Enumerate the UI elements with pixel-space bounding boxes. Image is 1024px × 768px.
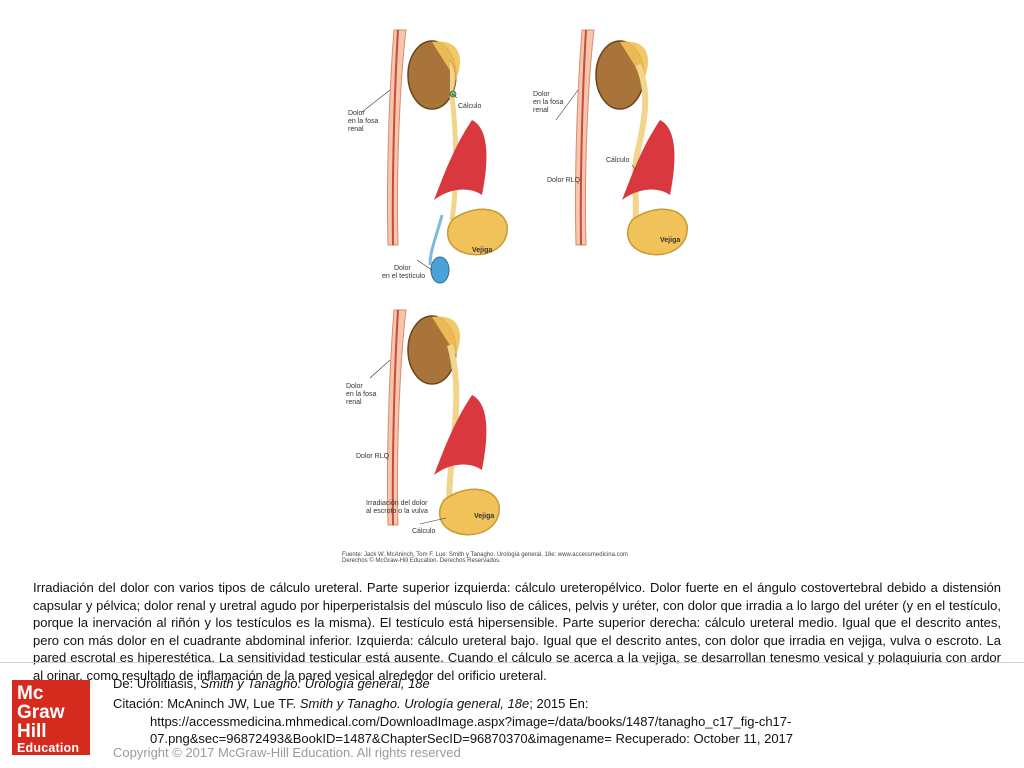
from-line: De: Urolitiasis, Smith y Tanagho. Urolog… <box>113 676 430 691</box>
svg-text:renal: renal <box>348 126 364 133</box>
figure-panel-bottom: Dolor en la fosa renal Dolor RLQ Irradia… <box>332 300 532 550</box>
citation: Citación: McAninch JW, Lue TF. Smith y T… <box>113 695 873 748</box>
svg-text:al escroto o la vulva: al escroto o la vulva <box>366 508 428 515</box>
rlq-label: Dolor RLQ <box>356 453 390 460</box>
citation-url-line1: https://accessmedicina.mhmedical.com/Dow… <box>150 713 792 729</box>
pain-label: Dolor <box>348 110 365 117</box>
bladder-label: Vejiga <box>472 247 492 254</box>
copyright-notice: Copyright © 2017 McGraw-Hill Education. … <box>113 745 461 760</box>
pain-label: Dolor <box>533 91 550 98</box>
svg-text:renal: renal <box>346 399 362 406</box>
bladder-label: Vejiga <box>474 513 494 520</box>
bladder-label: Vejiga <box>660 237 680 244</box>
citation-url-line2: 07.png&sec=96872493&BookID=1487&ChapterS… <box>150 731 794 746</box>
svg-text:en la fosa: en la fosa <box>533 99 563 106</box>
stone-label: Cálculo <box>606 157 629 164</box>
divider <box>0 662 1024 663</box>
figure-source-line: Fuente: Jack W. McAninch, Tom F. Lue: Sm… <box>342 552 628 564</box>
svg-text:en el testículo: en el testículo <box>382 273 425 280</box>
svg-text:en la fosa: en la fosa <box>348 118 378 125</box>
svg-text:en la fosa: en la fosa <box>346 391 376 398</box>
figure-panel-top-left: Dolor en la fosa renal Cálculo Vejiga Do… <box>332 20 532 290</box>
mcgraw-hill-education-logo: Mc Graw Hill Education <box>12 680 90 755</box>
stone-label: Cálculo <box>412 528 435 535</box>
figure-caption: Irradiación del dolor con varios tipos d… <box>33 580 1001 683</box>
pain-label: Dolor <box>346 383 363 390</box>
irradiation-label: Irradiación del dolor <box>366 500 428 507</box>
svg-text:renal: renal <box>533 107 549 114</box>
figure-panel-top-right: Dolor en la fosa renal Cálculo Dolor RLQ… <box>520 20 720 280</box>
stone-label: Cálculo <box>458 103 481 110</box>
testis-pain-label: Dolor <box>394 265 411 272</box>
rlq-label: Dolor RLQ <box>547 177 581 184</box>
